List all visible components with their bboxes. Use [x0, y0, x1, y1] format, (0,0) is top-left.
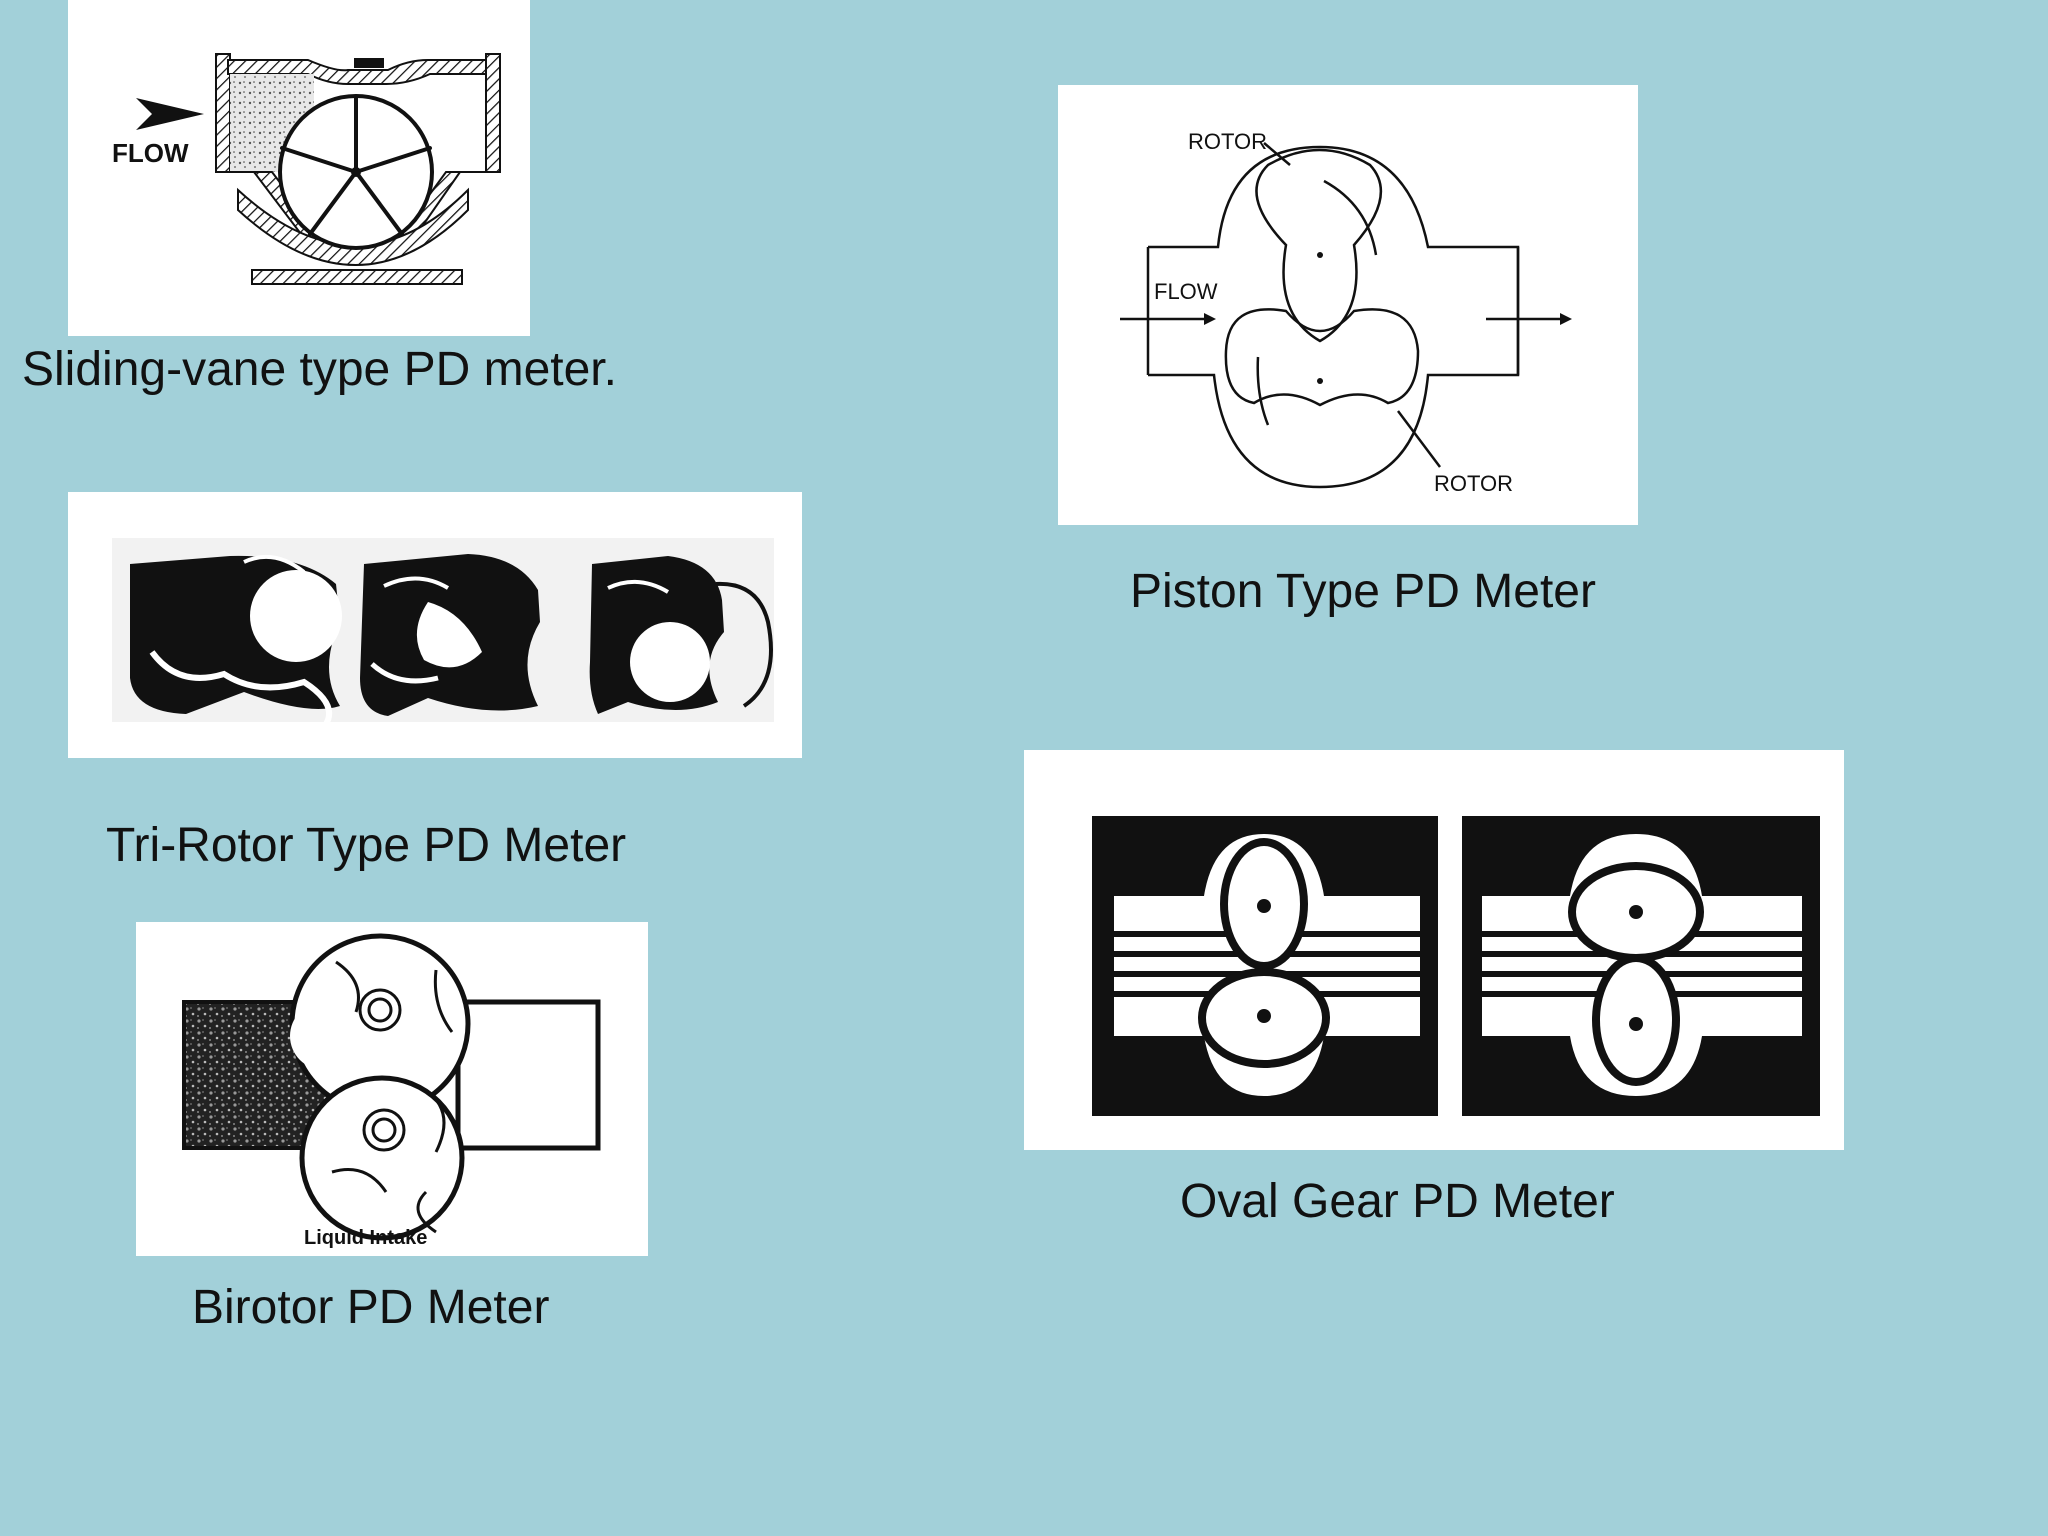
piston-drawing: ROTOR FLOW ROTOR [1120, 129, 1572, 496]
oval-gear-caption: Oval Gear PD Meter [1180, 1175, 1615, 1228]
birotor-caption: Birotor PD Meter [192, 1281, 550, 1334]
birotor-drawing: Liquid Intake [182, 933, 601, 1249]
rotor-bottom-label: ROTOR [1434, 471, 1513, 496]
tri-rotor-caption: Tri-Rotor Type PD Meter [106, 819, 627, 872]
tri-rotor-frame-1 [130, 554, 342, 726]
oval-gear-drawing [1092, 816, 1820, 1116]
flow-label: FLOW [112, 138, 189, 168]
tri-rotor-frame-2 [360, 554, 540, 716]
sliding-vane-diagram: FLOW [68, 0, 530, 336]
piston-caption: Piston Type PD Meter [1130, 565, 1596, 618]
birotor-diagram: Liquid Intake [136, 922, 648, 1256]
rotor-bottom [1224, 308, 1420, 407]
rotor-top-label: ROTOR [1188, 129, 1267, 154]
tri-rotor-diagram [68, 492, 802, 758]
sliding-vane-caption: Sliding-vane type PD meter. [22, 343, 617, 396]
oval-gear-frame-1 [1092, 816, 1438, 1116]
flow-label: FLOW [1154, 279, 1218, 304]
rotor-top [1255, 148, 1383, 343]
oval-gear-diagram [1024, 750, 1844, 1150]
oval-gear-frame-2 [1462, 816, 1820, 1116]
sliding-vane-drawing: FLOW [112, 53, 501, 285]
tri-rotor-frame-3 [589, 556, 773, 714]
flow-arrow-icon [136, 98, 204, 130]
tri-rotor-drawing [112, 538, 774, 726]
intake-label: Liquid Intake [304, 1227, 427, 1249]
piston-diagram: ROTOR FLOW ROTOR [1058, 85, 1638, 525]
